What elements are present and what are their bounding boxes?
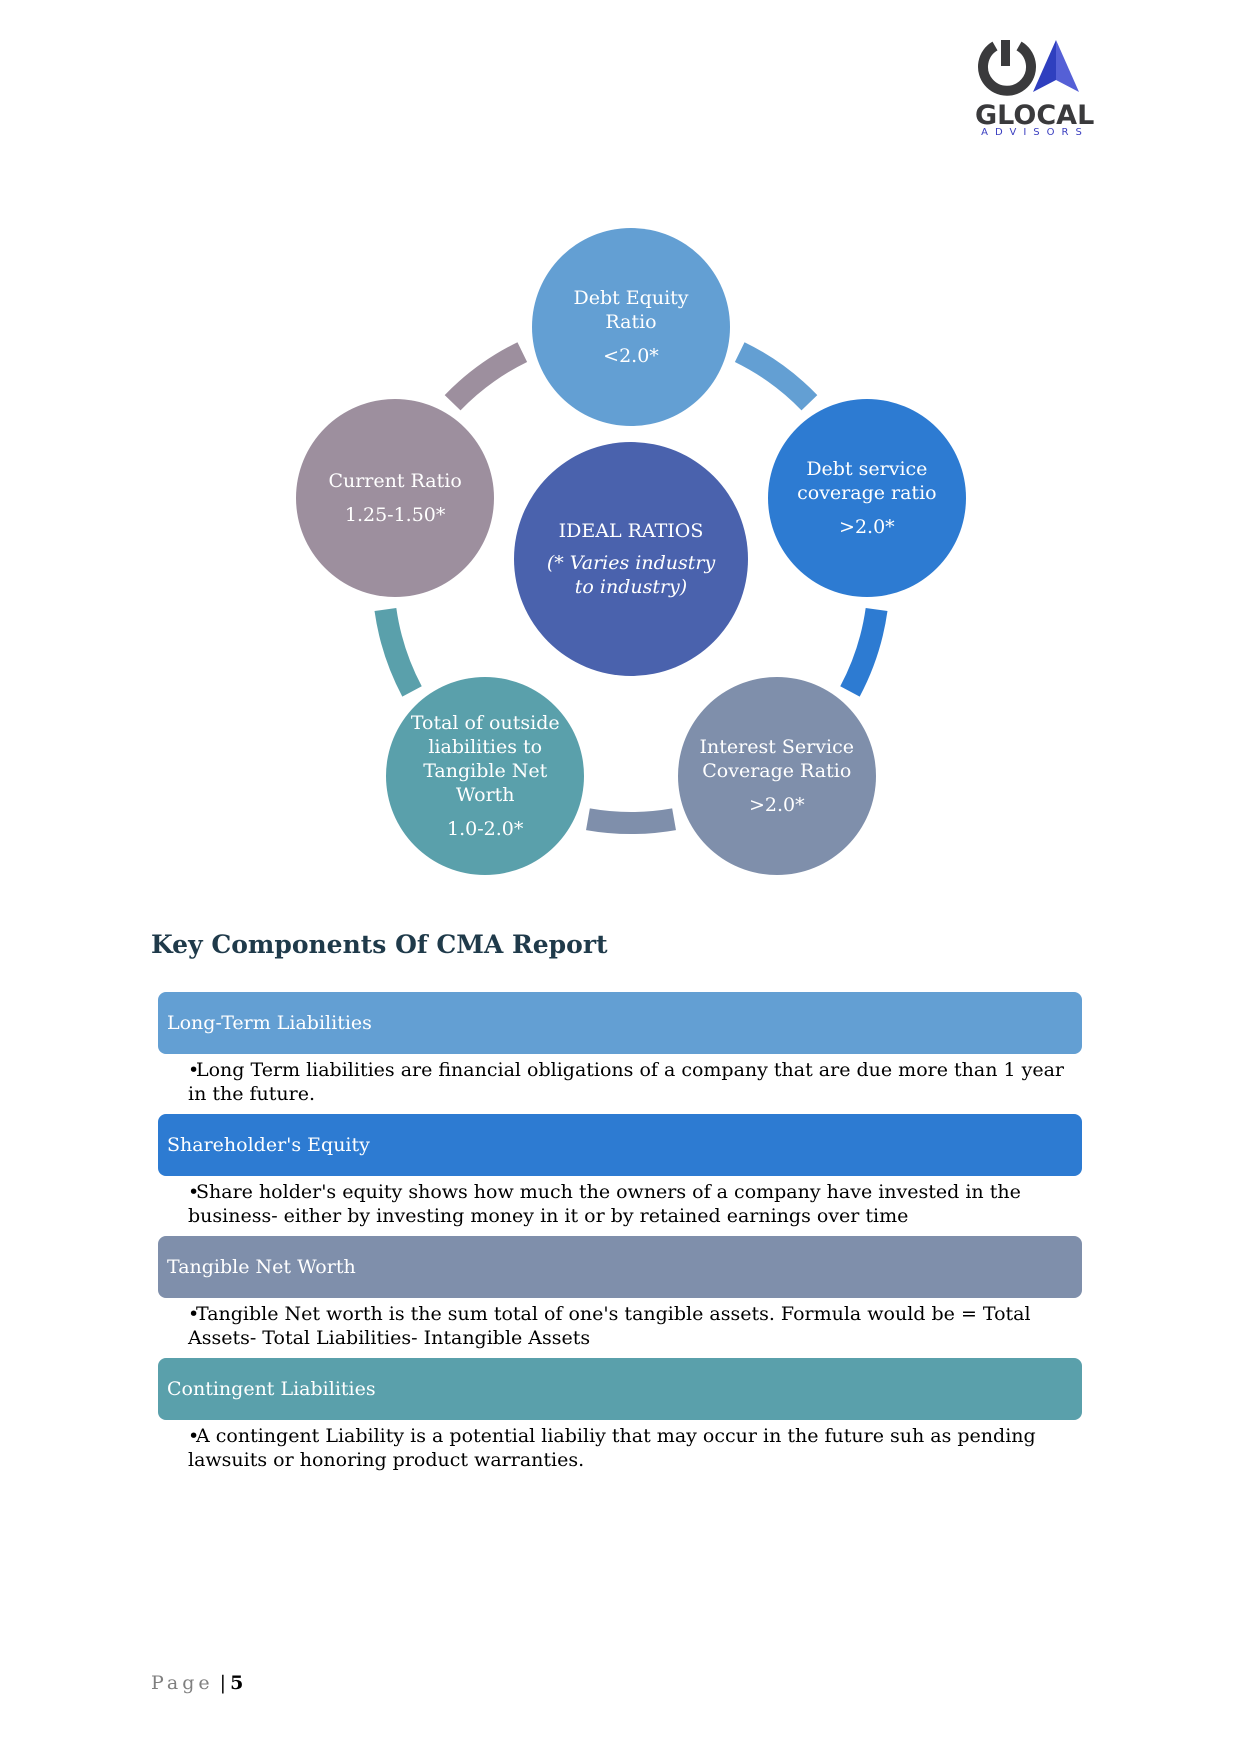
section-heading: Key Components Of CMA Report: [151, 930, 608, 959]
center-note: (* Varies industry to industry): [546, 552, 716, 598]
connector-arc: [586, 808, 676, 834]
logo-name: GLOCAL: [975, 100, 1095, 131]
node-label: Interest Service Coverage Ratio: [699, 735, 854, 782]
diagram-center: IDEAL RATIOS (* Varies industry to indus…: [514, 442, 748, 676]
bullet-icon: •: [188, 1181, 200, 1203]
ratio-node-debt-service-coverage: Debt service coverage ratio >2.0*: [767, 399, 966, 598]
cycle-ring: [374, 342, 888, 834]
node-value: >2.0*: [748, 793, 805, 816]
ratio-node-interest-service-coverage: Interest Service Coverage Ratio >2.0*: [677, 676, 876, 875]
page-footer: Page|5: [151, 1672, 243, 1694]
connector-arc: [444, 342, 528, 411]
bullet-icon: •: [188, 1425, 200, 1447]
page-label: Page: [151, 1672, 214, 1694]
connector-arc: [734, 342, 818, 411]
connector-arc: [374, 607, 422, 697]
component-header-long-term-liabilities: Long-Term Liabilities: [158, 992, 1082, 1054]
node-label: Total of outside liabilities to Tangible…: [410, 711, 560, 806]
component-header-tangible-net-worth: Tangible Net Worth: [158, 1236, 1082, 1298]
footer-separator: |: [219, 1672, 227, 1694]
center-title: IDEAL RATIOS: [558, 520, 704, 542]
component-title: Contingent Liabilities: [167, 1378, 376, 1400]
component-header-shareholders-equity: Shareholder's Equity: [158, 1114, 1082, 1176]
component-title: Long-Term Liabilities: [167, 1012, 372, 1034]
ratio-node-tol-tnw: Total of outside liabilities to Tangible…: [386, 676, 585, 875]
component-description: •Long Term liabilities are financial obl…: [188, 1059, 1064, 1105]
component-title: Shareholder's Equity: [167, 1134, 370, 1156]
node-label: Current Ratio: [328, 470, 462, 493]
bullet-icon: •: [188, 1303, 200, 1325]
component-title: Tangible Net Worth: [167, 1256, 356, 1278]
company-logo: GLOCAL ADVISORS: [975, 38, 1095, 138]
ideal-ratios-diagram: IDEAL RATIOS (* Varies industry to indus…: [296, 228, 966, 875]
ratio-node-debt-equity: Debt Equity Ratio <2.0*: [532, 228, 730, 426]
node-label: Debt Equity Ratio: [573, 287, 689, 333]
component-header-contingent-liabilities: Contingent Liabilities: [158, 1358, 1082, 1420]
page-number: 5: [230, 1672, 244, 1694]
node-label: Debt service coverage ratio: [797, 458, 937, 505]
logo-subtitle: ADVISORS: [981, 127, 1089, 138]
node-value: 1.25-1.50*: [344, 504, 446, 527]
ratio-node-current-ratio: Current Ratio 1.25-1.50*: [296, 399, 495, 598]
node-value: 1.0-2.0*: [447, 817, 524, 840]
logo-mark-icon: [978, 40, 1079, 96]
component-description: •Tangible Net worth is the sum total of …: [188, 1303, 1031, 1349]
component-description: •Share holder's equity shows how much th…: [188, 1181, 1021, 1227]
bullet-icon: •: [188, 1059, 200, 1081]
node-value: >2.0*: [839, 516, 895, 539]
node-value: <2.0*: [603, 345, 659, 367]
component-description: •A contingent Liability is a potential l…: [188, 1425, 1036, 1471]
connector-arc: [840, 607, 888, 697]
